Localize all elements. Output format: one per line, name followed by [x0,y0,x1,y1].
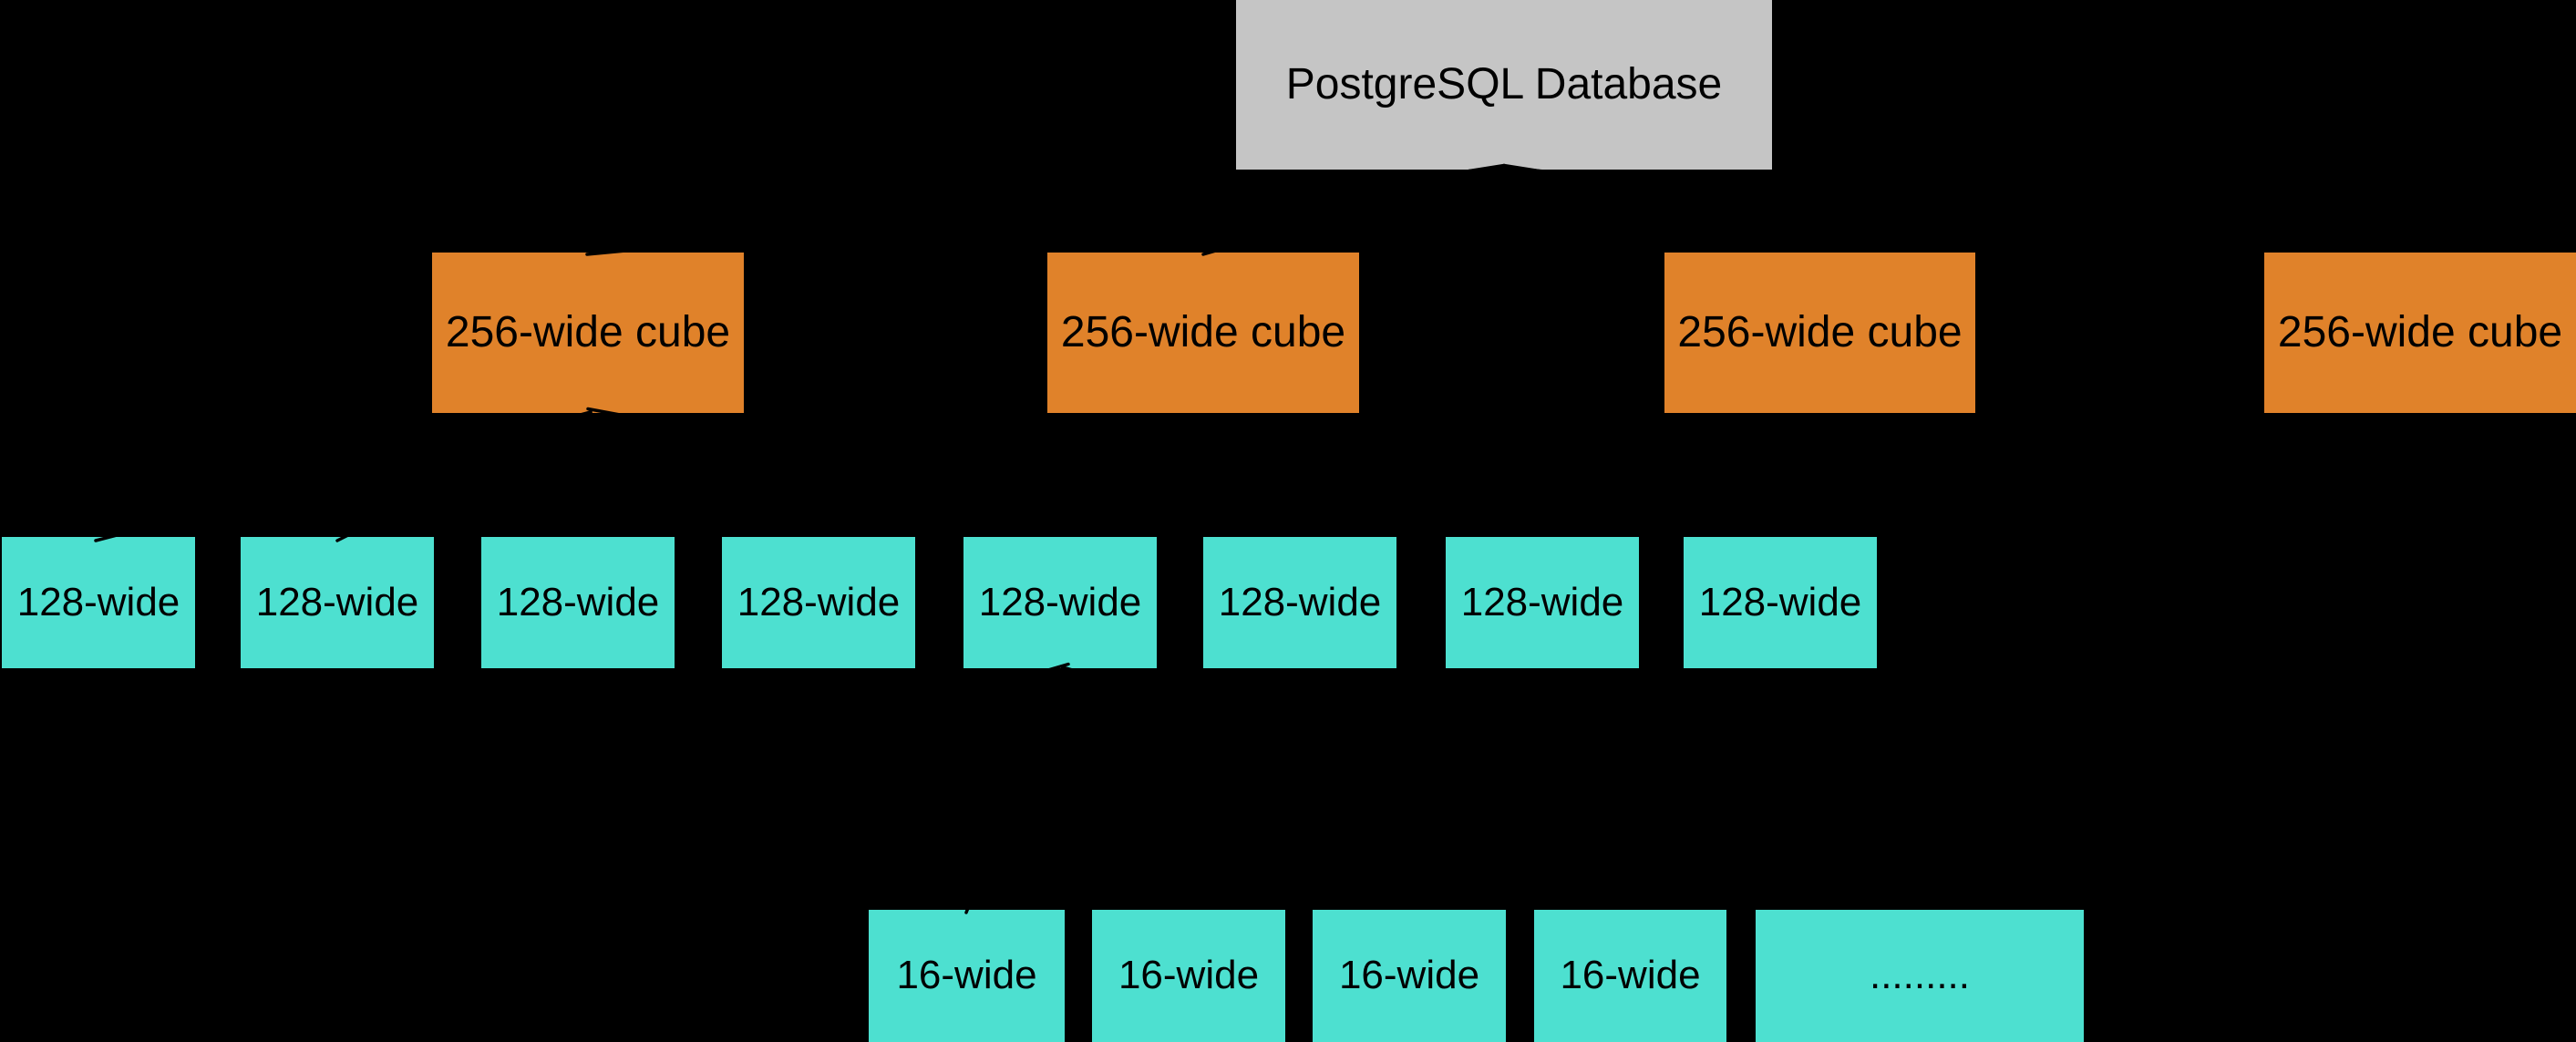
node-128-wide-4: 128-wide [722,537,915,668]
node-128-wide-8: 128-wide [1684,537,1877,668]
edge-sub5-to-leaf1 [964,665,1065,914]
edge-root-to-cube1 [585,166,1506,256]
node-128-wide-1: 128-wide [2,537,195,668]
node-128-wide-5: 128-wide [963,537,1157,668]
edge-root-to-cube4 [1502,166,2422,252]
node-128-wide-2: 128-wide [241,537,434,668]
node-128-wide-3: 128-wide [481,537,675,668]
node-16-wide-2: 16-wide [1092,910,1285,1042]
edge-sub5-to-leaf5 [1061,665,1922,909]
node-256-wide-cube-3: 256-wide cube [1664,253,1975,413]
node-16-wide-4: 16-wide [1534,910,1726,1042]
edge-root-to-cube3 [1502,166,1821,252]
node-256-wide-cube-2: 256-wide cube [1047,253,1359,413]
node-256-wide-cube-4: 256-wide cube [2264,253,2576,413]
edge-root-to-cube2 [1201,166,1506,256]
node-16-wide-1: 16-wide [869,910,1065,1042]
node-ellipsis-more-cubes: ......... [1756,910,2084,1042]
edge-sub5-to-leaf3 [1061,665,1411,909]
edge-sub5-to-leaf2 [1061,665,1190,909]
node-128-wide-7: 128-wide [1446,537,1639,668]
edge-cube1-to-sub1 [94,410,592,542]
node-postgresql-database: PostgreSQL Database [1236,0,1772,170]
node-16-wide-3: 16-wide [1313,910,1506,1042]
node-128-wide-6: 128-wide [1203,537,1396,668]
edge-sub5-to-leaf4 [1061,665,1632,909]
node-256-wide-cube-1: 256-wide cube [432,253,744,413]
edge-cube1-to-sub2 [335,410,592,542]
